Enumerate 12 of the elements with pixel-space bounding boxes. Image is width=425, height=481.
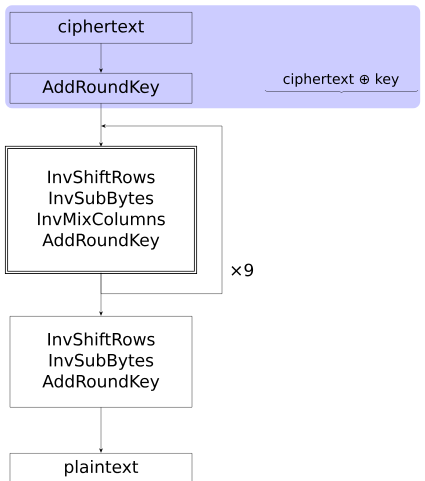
arrow bbox=[99, 407, 103, 453]
process-box: InvShiftRows InvSubBytes AddRoundKey bbox=[10, 316, 192, 408]
process-box: ciphertext bbox=[10, 12, 192, 44]
repeat-label: ×9 bbox=[232, 264, 254, 276]
loop-box: InvShiftRows InvSubBytes InvMixColumns AddRoundKey bbox=[4, 146, 198, 274]
process-box: plaintext bbox=[10, 453, 192, 481]
formula-label: ciphertext ⊕ key bbox=[284, 73, 399, 87]
arrow bbox=[99, 43, 103, 73]
arrow bbox=[99, 272, 103, 316]
arrow bbox=[99, 103, 103, 147]
loop-arrow bbox=[100, 124, 222, 294]
process-box: AddRoundKey bbox=[10, 73, 192, 104]
